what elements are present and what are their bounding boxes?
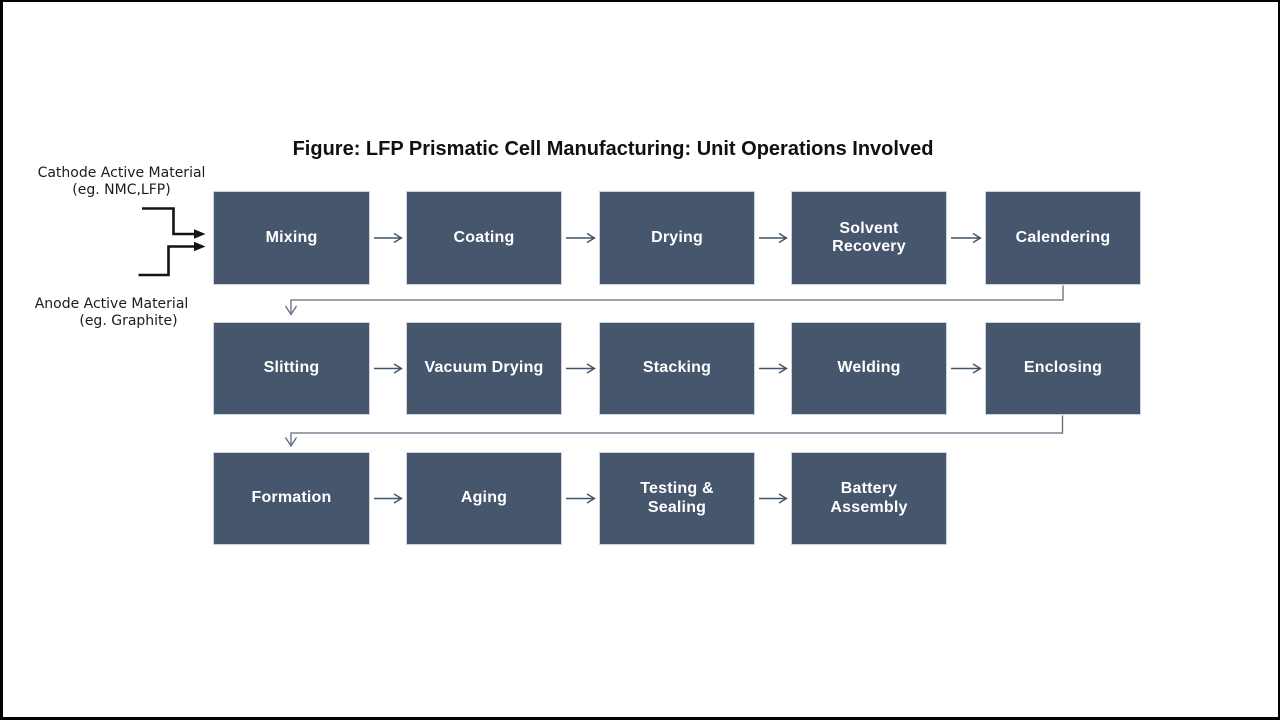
flow-step-mixing: Mixing xyxy=(213,191,370,285)
cathode-label-line2: (eg. NMC,LFP) xyxy=(72,181,171,198)
anode-input-arrow-icon xyxy=(138,241,206,277)
flow-step-vacuum-drying: Vacuum Drying xyxy=(406,322,562,415)
cathode-label-line1: Cathode Active Material xyxy=(37,165,206,181)
flow-step-formation: Formation xyxy=(213,452,370,545)
flow-step-label: Vacuum Drying xyxy=(424,359,544,377)
flow-step-slitting: Slitting xyxy=(213,322,370,415)
flow-step-calendering: Calendering xyxy=(985,191,1141,285)
anode-material-label: Anode Active Material (eg. Graphite) xyxy=(24,296,199,329)
flow-step-stacking: Stacking xyxy=(599,322,755,415)
anode-label-line1: Anode Active Material xyxy=(34,296,189,312)
flow-step-label: Testing & Sealing xyxy=(640,480,714,516)
flow-step-enclosing: Enclosing xyxy=(985,322,1141,415)
flow-step-coating: Coating xyxy=(406,191,562,285)
flow-step-label: Enclosing xyxy=(1023,359,1103,377)
flow-step-label: Coating xyxy=(453,228,515,246)
flow-step-label: Mixing xyxy=(265,228,318,246)
figure-title: Figure: LFP Prismatic Cell Manufacturing… xyxy=(292,138,934,160)
flow-step-label: Battery Assembly xyxy=(830,480,908,516)
flow-step-label: Aging xyxy=(460,489,508,507)
flow-step-testing-sealing: Testing & Sealing xyxy=(599,452,755,545)
anode-label-line2: (eg. Graphite) xyxy=(79,312,178,329)
flow-step-welding: Welding xyxy=(791,322,947,415)
flow-step-label: Drying xyxy=(651,228,703,246)
flow-step-solvent-recovery: Solvent Recovery xyxy=(791,191,947,285)
flow-step-drying: Drying xyxy=(599,191,755,285)
flow-step-label: Solvent Recovery xyxy=(832,219,906,256)
flow-step-label: Formation xyxy=(251,489,332,507)
flow-step-battery-assembly: Battery Assembly xyxy=(791,452,947,545)
flow-step-label: Welding xyxy=(837,359,901,377)
flow-step-aging: Aging xyxy=(406,452,562,545)
cathode-material-label: Cathode Active Material (eg. NMC,LFP) xyxy=(34,165,209,198)
flow-step-label: Stacking xyxy=(642,359,712,377)
flow-step-label: Calendering xyxy=(1015,228,1111,246)
flow-step-label: Slitting xyxy=(263,359,320,377)
cathode-input-arrow-icon xyxy=(142,207,206,239)
